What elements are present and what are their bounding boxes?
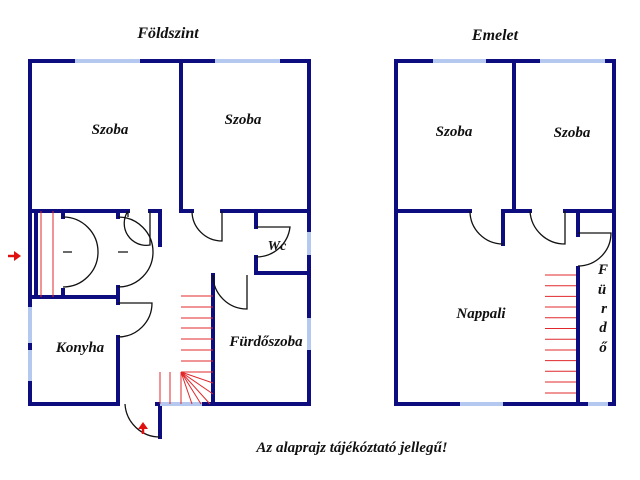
upper-floor-windows [433, 59, 608, 406]
room-label: Wc [268, 239, 287, 254]
upper-floor-plan: Szoba Szoba Nappali F ü r d ő [394, 59, 616, 406]
room-label: Szoba [554, 125, 591, 141]
room-label-letter: r [601, 301, 607, 317]
entrance-arrow-icon [8, 251, 21, 261]
room-label: Szoba [92, 122, 129, 138]
room-label-letter: F [597, 262, 608, 278]
entrance-door-arrow-icon [138, 422, 148, 434]
room-label: Szoba [225, 112, 262, 128]
ground-floor-windows [28, 59, 311, 406]
ground-floor-plan: Szoba Szoba Wc Konyha Fürdőszoba [8, 59, 311, 439]
bathroom-vertical-label: F ü r d ő [597, 262, 608, 356]
ground-floor-doors [62, 210, 291, 438]
room-label: Szoba [436, 124, 473, 140]
room-label: Konyha [55, 340, 105, 356]
upper-floor-stairs [545, 274, 576, 394]
upper-floor-title: Emelet [471, 27, 519, 44]
room-label-letter: ü [598, 282, 606, 298]
ground-floor-stairs [40, 211, 214, 405]
upper-floor-doors [469, 210, 612, 267]
upper-floor-walls [394, 59, 616, 406]
room-label-letter: ő [599, 340, 608, 356]
room-label: Fürdőszoba [228, 334, 303, 350]
ground-floor-title: Földszint [136, 25, 199, 42]
room-label-letter: d [599, 320, 607, 336]
room-label: Nappali [455, 306, 506, 322]
disclaimer-note: Az alaprajz tájékóztató jellegű! [255, 440, 447, 456]
